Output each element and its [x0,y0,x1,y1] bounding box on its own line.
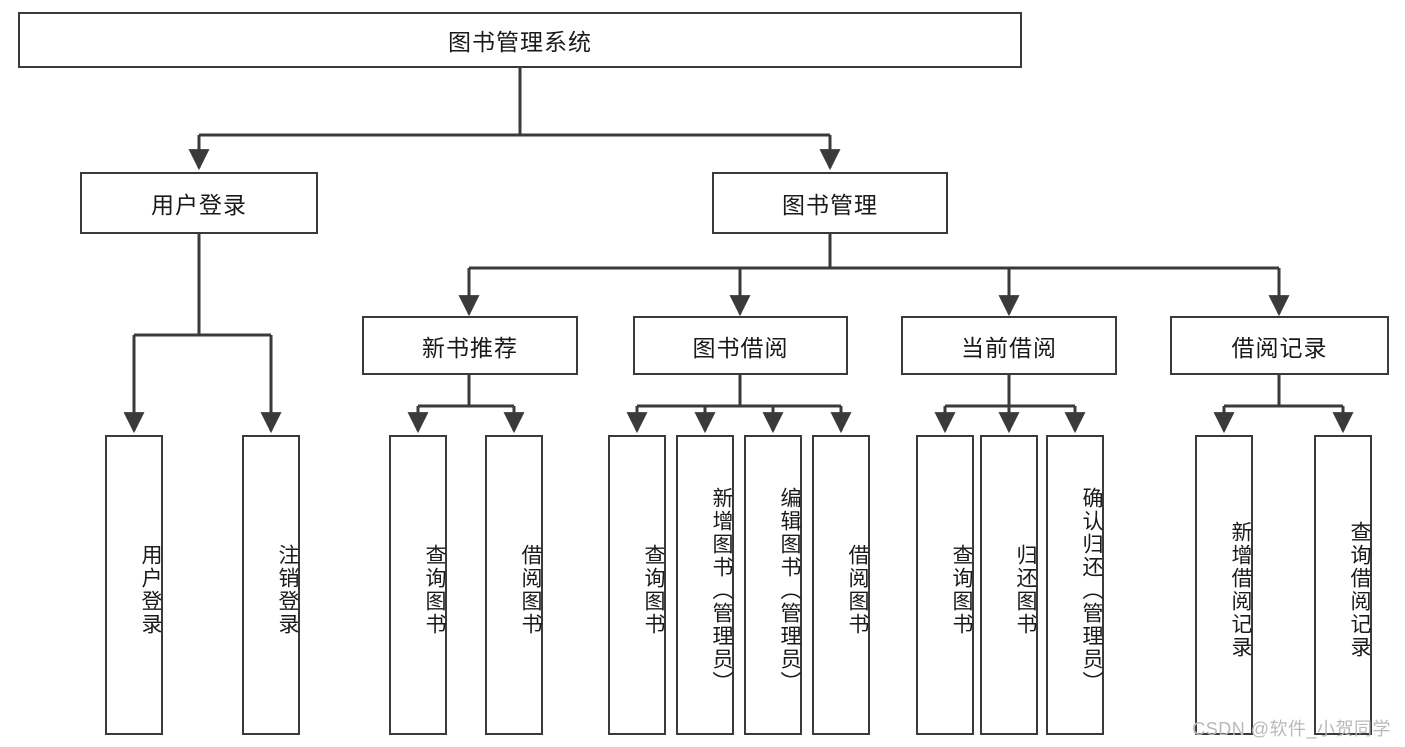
leaf-borrow-book-recommend[interactable]: 借阅图书 [485,435,543,735]
leaf-query-book-recommend[interactable]: 查询图书 [389,435,447,735]
node-label: 查询借阅记录 [1348,521,1371,659]
leaf-return-book[interactable]: 归还图书 [980,435,1038,735]
node-label: 新增图书（管理员） [710,486,733,694]
node-label: 借阅记录 [1231,334,1328,361]
node-label: 新增借阅记录 [1229,521,1252,659]
watermark-text: CSDN @软件_小贺同学 [1192,719,1391,739]
leaf-add-borrow-record[interactable]: 新增借阅记录 [1195,435,1253,735]
leaf-logout[interactable]: 注销登录 [242,435,300,735]
node-label: 查询图书 [423,544,446,636]
node-book-borrow[interactable]: 图书借阅 [633,316,848,375]
leaf-user-login[interactable]: 用户登录 [105,435,163,735]
leaf-query-book-borrow[interactable]: 查询图书 [608,435,666,735]
node-label: 注销登录 [276,544,299,636]
leaf-confirm-return-admin[interactable]: 确认归还（管理员） [1046,435,1104,735]
leaf-borrow-book[interactable]: 借阅图书 [812,435,870,735]
node-label: 用户登录 [139,544,162,636]
leaf-query-borrow-record[interactable]: 查询借阅记录 [1314,435,1372,735]
node-label: 编辑图书（管理员） [778,486,801,694]
node-current-borrow[interactable]: 当前借阅 [901,316,1117,375]
node-label: 图书管理 [782,192,878,218]
leaf-add-book-admin[interactable]: 新增图书（管理员） [676,435,734,735]
node-label: 图书借阅 [692,334,789,361]
node-label: 归还图书 [1014,544,1037,636]
node-borrow-record[interactable]: 借阅记录 [1170,316,1389,375]
node-label: 当前借阅 [961,334,1057,361]
node-label: 确认归还（管理员） [1080,486,1103,694]
node-new-book-recommend[interactable]: 新书推荐 [362,316,578,375]
leaf-query-book-current[interactable]: 查询图书 [916,435,974,735]
node-label: 用户登录 [151,192,247,218]
node-label: 查询图书 [642,544,665,636]
leaf-edit-book-admin[interactable]: 编辑图书（管理员） [744,435,802,735]
node-root-book-management-system[interactable]: 图书管理系统 [18,12,1022,68]
node-user-login[interactable]: 用户登录 [80,172,318,234]
node-label: 新书推荐 [422,334,518,361]
node-label: 图书管理系统 [448,29,592,55]
node-label: 查询图书 [950,544,973,636]
node-label: 借阅图书 [846,544,869,636]
node-book-management[interactable]: 图书管理 [712,172,948,234]
node-label: 借阅图书 [519,544,542,636]
